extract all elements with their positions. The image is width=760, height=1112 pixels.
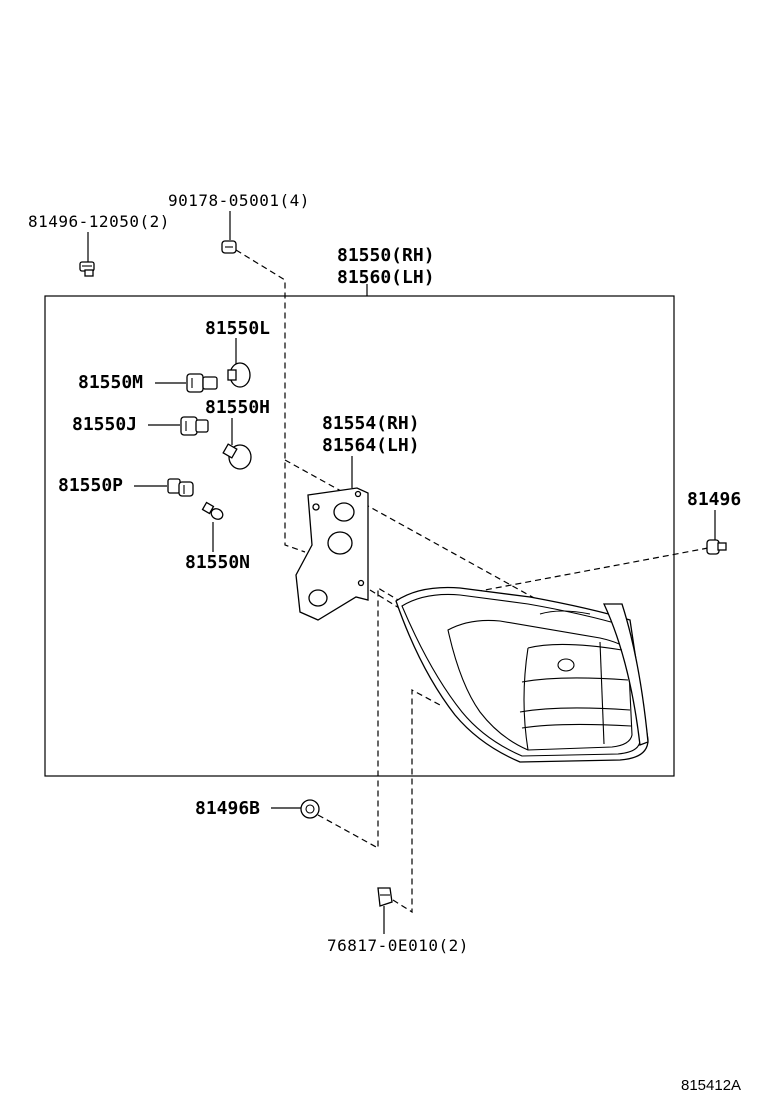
label-assy-rh: 81550(RH) [337,245,435,266]
assembly-box [44,295,675,777]
label-screw-top-left: 81496-12050(2) [28,212,170,231]
label-assy-lh: 81560(LH) [337,267,435,288]
dash-bolt-top [235,249,306,553]
label-gasket-rh: 81554(RH) [322,413,420,434]
clip-icon [300,799,320,819]
screw-icon [79,261,95,277]
bolt-icon [221,240,237,254]
bulb-icon [227,362,251,388]
label-clip-right: 81496 [687,489,741,510]
socket-icon [186,373,218,393]
dash-nut-bottom [392,688,441,914]
label-bolt-top: 90178-05001(4) [168,191,310,210]
tail-lamp-icon [395,586,649,763]
nut-icon [377,887,393,907]
label-diagram-id: 815412A [681,1077,741,1094]
label-gasket-lh: 81564(LH) [322,435,420,456]
dash-clip-b [317,586,601,850]
label-clip-b: 81496B [195,798,260,819]
socket-icon [180,416,209,436]
clip-icon [706,539,727,555]
socket-icon [167,478,194,497]
bulb-icon [201,501,224,520]
label-socket-p: 81550P [58,475,123,496]
label-bulb-l: 81550L [205,318,270,339]
label-socket-j: 81550J [72,414,137,435]
gasket-icon [295,487,369,621]
label-bulb-h: 81550H [205,397,270,418]
bulb-icon [222,443,252,470]
label-socket-m: 81550M [78,372,143,393]
label-bulb-n: 81550N [185,552,250,573]
label-nut-bottom: 76817-0E010(2) [327,936,469,955]
